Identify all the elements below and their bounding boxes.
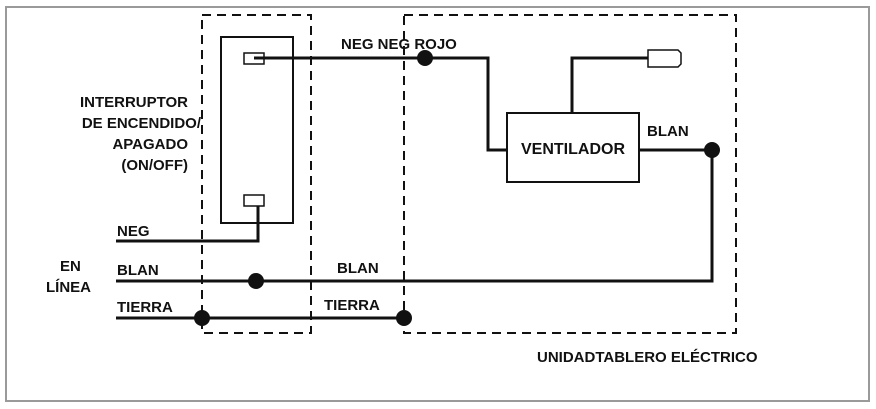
switch-label-line2: DE ENCENDIDO/: [82, 115, 202, 132]
switch-label-line3: APAGADO: [112, 136, 188, 153]
label-tierra-mid: TIERRA: [324, 297, 380, 314]
junction-dot-icon: [704, 142, 720, 158]
label-blan-mid: BLAN: [337, 260, 379, 277]
label-tierra-left: TIERRA: [117, 299, 173, 316]
switch-label-line1: INTERRUPTOR: [80, 94, 188, 111]
wire-black-red: [254, 56, 508, 152]
label-neg-neg-rojo: NEG NEG ROJO: [341, 36, 457, 53]
switch-label-line4: (ON/OFF): [121, 157, 188, 174]
junction-dot-icon: [417, 50, 433, 66]
switch-box-outline: [201, 14, 312, 334]
wire-black-in: [116, 206, 260, 243]
panel-caption: UNIDADTABLERO ELÉCTRICO: [537, 349, 758, 366]
label-linea: LÍNEA: [46, 279, 91, 296]
wire-white: [116, 150, 714, 283]
label-en: EN: [60, 258, 81, 275]
junction-dot-icon: [248, 273, 264, 289]
wire-nut-icon: [647, 49, 682, 68]
junction-dot-icon: [396, 310, 412, 326]
fan-box: [506, 112, 640, 183]
switch-bottom-terminal: [243, 194, 265, 207]
wires: [116, 56, 714, 320]
label-blan-left: BLAN: [117, 262, 159, 279]
outer-frame: [5, 6, 870, 402]
wire-to-cap: [570, 56, 650, 113]
junction-dots: [194, 50, 720, 326]
panel-unit-outline: [403, 14, 737, 334]
label-ventilador: VENTILADOR: [521, 141, 625, 158]
label-neg-left: NEG: [117, 223, 150, 240]
label-blan-fan: BLAN: [647, 123, 689, 140]
junction-dot-icon: [194, 310, 210, 326]
